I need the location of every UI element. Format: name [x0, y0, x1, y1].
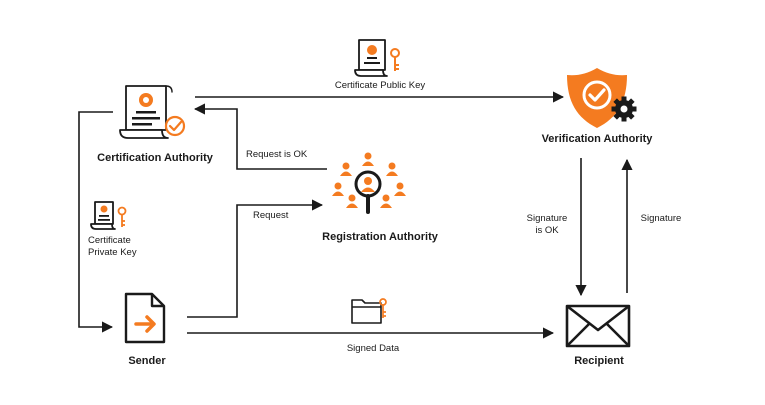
- node-registration-authority: Registration Authority: [322, 231, 439, 243]
- certificate-scroll-icon: [119, 85, 186, 139]
- folder-key-icon: [351, 298, 387, 324]
- shield-check-gear-icon: [567, 68, 637, 128]
- certificate-key-icon: [354, 39, 400, 77]
- label-certificate-private-key-2: Private Key: [88, 247, 137, 258]
- document-arrow-icon: [124, 292, 166, 344]
- arrow-certificate-private-key: [78, 111, 114, 333]
- label-request-is-ok: Request is OK: [246, 149, 308, 160]
- label-certificate-private-key-1: Certificate: [88, 235, 131, 246]
- label-request: Request: [253, 210, 289, 221]
- node-certification-authority: Certification Authority: [97, 152, 214, 164]
- label-signature-is-ok-1: Signature: [527, 213, 568, 224]
- certificate-key-icon: [90, 201, 127, 230]
- arrow-request: [187, 199, 324, 318]
- people-magnifier-icon: [332, 152, 406, 214]
- label-signature-is-ok-2: is OK: [535, 225, 559, 236]
- label-signed-data: Signed Data: [347, 343, 400, 354]
- arrow-request-is-ok: [193, 103, 327, 170]
- envelope-icon: [565, 304, 631, 348]
- label-certificate-public-key: Certificate Public Key: [335, 80, 426, 91]
- label-signature: Signature: [641, 213, 682, 224]
- node-verification-authority: Verification Authority: [542, 133, 654, 145]
- node-sender: Sender: [128, 355, 166, 367]
- node-recipient: Recipient: [574, 355, 624, 367]
